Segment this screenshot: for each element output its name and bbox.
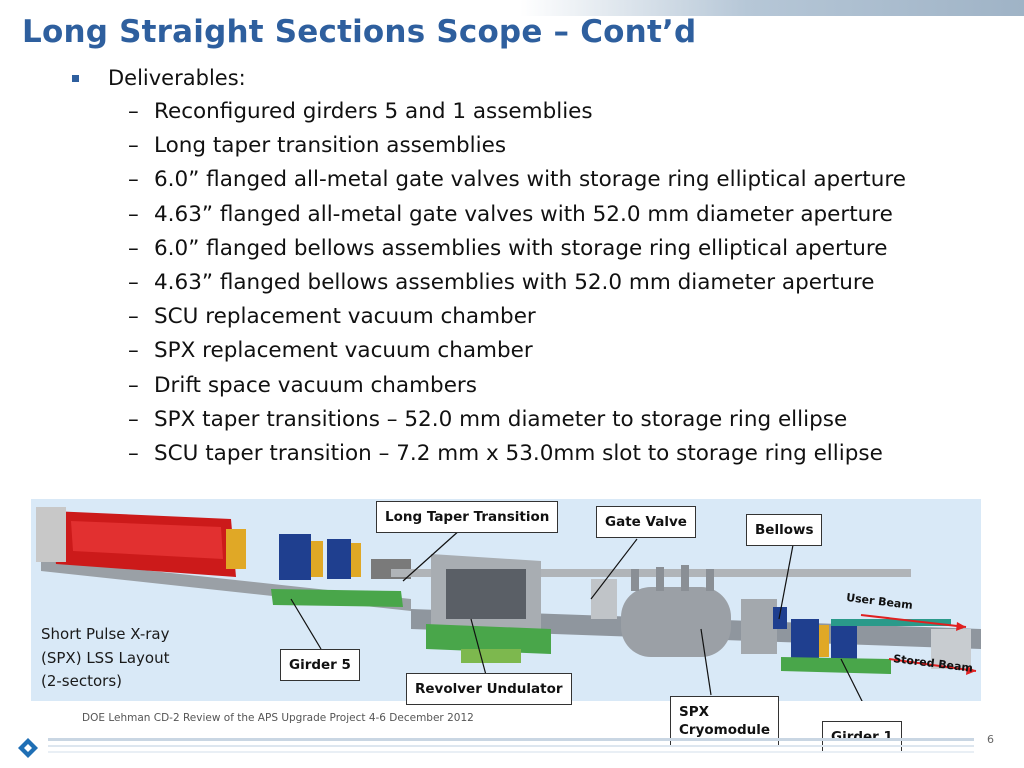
callout-bellows: Bellows bbox=[746, 514, 823, 546]
callout-revolver-undulator: Revolver Undulator bbox=[406, 673, 572, 705]
callout-long-taper-transition: Long Taper Transition bbox=[376, 501, 559, 533]
list-item: –Drift space vacuum chambers bbox=[128, 372, 477, 398]
bullet-label: Deliverables: bbox=[108, 66, 246, 90]
list-item: –Long taper transition assemblies bbox=[128, 133, 507, 159]
callout-spx-cryomodule: SPX Cryomodule bbox=[670, 696, 780, 746]
footer-text: DOE Lehman CD-2 Review of the APS Upgrad… bbox=[82, 712, 474, 724]
diagram-caption: Short Pulse X-ray (SPX) LSS Layout (2-se… bbox=[41, 625, 170, 690]
list-item: –SCU taper transition – 7.2 mm x 53.0mm … bbox=[128, 440, 883, 466]
deliverables-list: –Reconfigured girders 5 and 1 assemblies… bbox=[128, 97, 906, 473]
footer-decoration bbox=[18, 738, 974, 758]
page-number: 6 bbox=[987, 733, 994, 746]
list-item: –SPX replacement vacuum chamber bbox=[128, 338, 533, 364]
argonne-logo-icon bbox=[18, 738, 38, 758]
list-item: –SPX taper transitions – 52.0 mm diamete… bbox=[128, 406, 848, 432]
slide-title: Long Straight Sections Scope – Cont’d bbox=[22, 14, 697, 50]
square-bullet-icon bbox=[72, 75, 79, 82]
list-item: –4.63” flanged all-metal gate valves wit… bbox=[128, 201, 893, 227]
list-item: –4.63” flanged bellows assemblies with 5… bbox=[128, 269, 875, 295]
header-accent-bar bbox=[520, 0, 1024, 16]
list-item: –Reconfigured girders 5 and 1 assemblies bbox=[128, 99, 593, 124]
lss-layout-diagram: Short Pulse X-ray (SPX) LSS Layout (2-se… bbox=[31, 499, 981, 705]
list-item: –6.0” flanged bellows assemblies with st… bbox=[128, 235, 888, 261]
list-item: –6.0” flanged all-metal gate valves with… bbox=[128, 167, 906, 193]
list-item: –SCU replacement vacuum chamber bbox=[128, 304, 536, 330]
lss-layout-illustration bbox=[36, 507, 981, 701]
callout-gate-valve: Gate Valve bbox=[596, 506, 696, 538]
callout-girder-5: Girder 5 bbox=[280, 649, 360, 681]
